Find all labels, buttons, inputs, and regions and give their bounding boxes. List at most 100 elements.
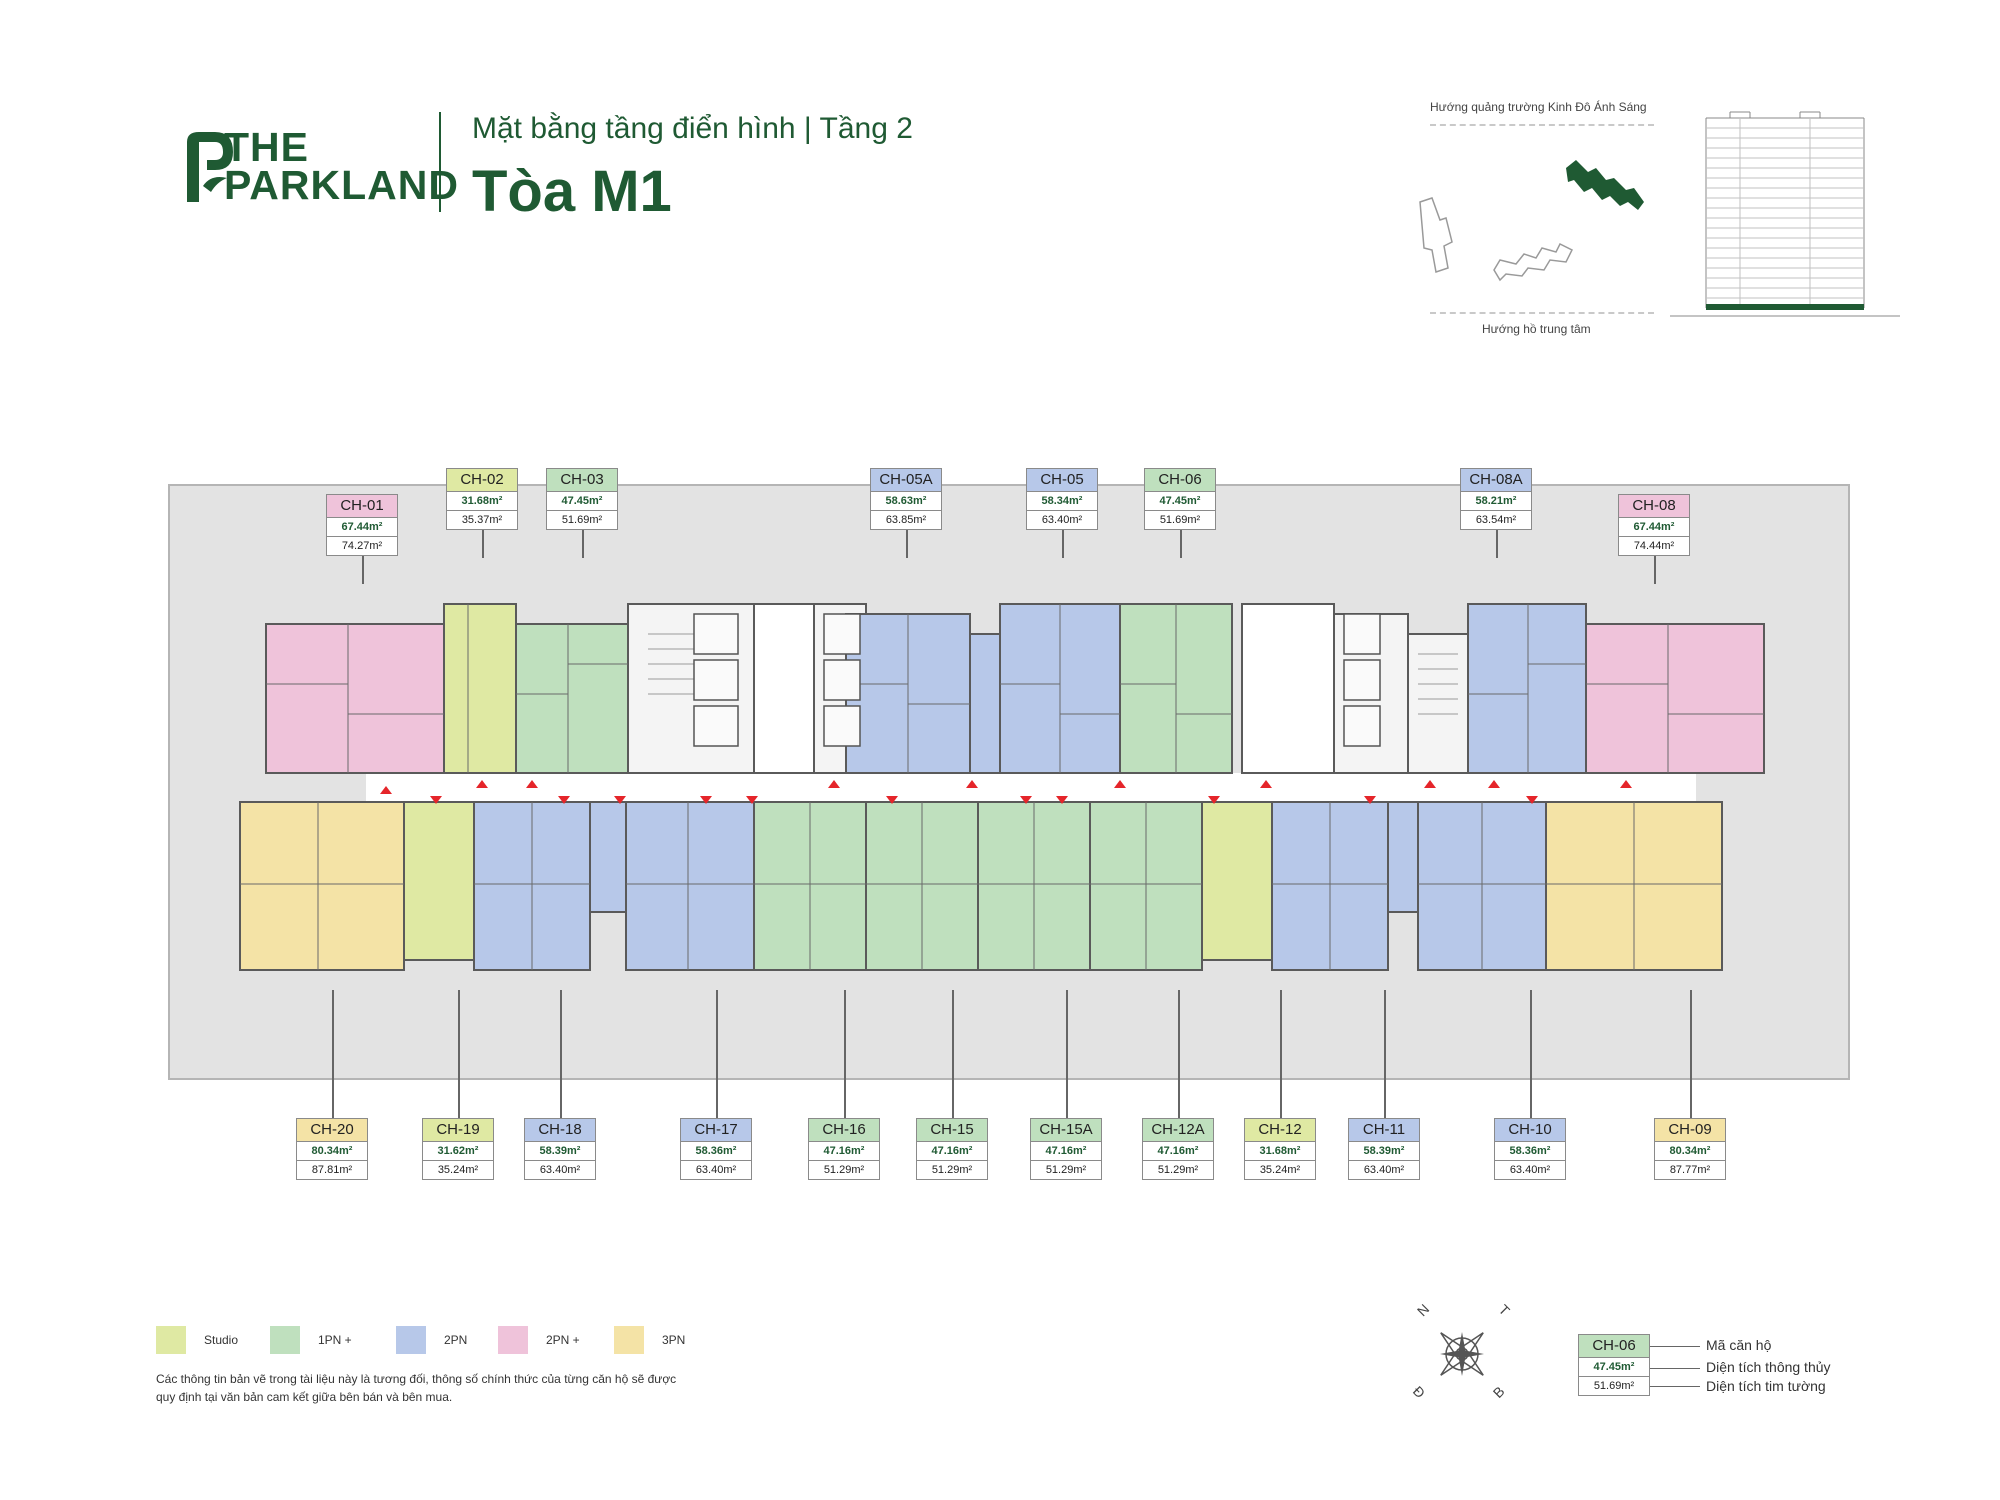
top-unit-leader-line xyxy=(1062,530,1064,558)
brand-line-1: THE xyxy=(224,124,309,170)
bottom-unit-leader-line xyxy=(1178,990,1180,1118)
unit-net-area: 47.16m² xyxy=(809,1142,879,1161)
key-line-1 xyxy=(1650,1346,1700,1347)
unit-net-area: 80.34m² xyxy=(297,1142,367,1161)
unit-code: CH-17 xyxy=(681,1119,751,1142)
unit-gross-area: 51.29m² xyxy=(1045,1164,1087,1176)
key-code-label: Mã căn hộ xyxy=(1706,1337,1772,1353)
unit-code: CH-08 xyxy=(1619,495,1689,518)
unit-ch-17 xyxy=(625,801,755,971)
unit-code: CH-08A xyxy=(1461,469,1531,492)
legend-label-2pn_plus: 2PN + xyxy=(546,1333,580,1347)
unit-gross-area: 87.81m² xyxy=(311,1164,353,1176)
unit-net-area: 58.63m² xyxy=(871,492,941,511)
unit-ch-08a xyxy=(1467,603,1587,774)
key-b-label: Diện tích tim tường xyxy=(1706,1378,1826,1394)
bottom-unit-leader-line xyxy=(716,990,718,1118)
unit-net-area: 58.21m² xyxy=(1461,492,1531,511)
unit-code: CH-12A xyxy=(1143,1119,1213,1142)
unit-code: CH-01 xyxy=(327,495,397,518)
legend-swatch-2pn_plus xyxy=(498,1326,528,1354)
unit-gross-area: 74.44m² xyxy=(1633,540,1675,552)
unit-net-area: 58.36m² xyxy=(681,1142,751,1161)
unit-ch-19 xyxy=(403,801,475,961)
unit-gross-area: 51.29m² xyxy=(1157,1164,1199,1176)
unit-net-area: 47.16m² xyxy=(1143,1142,1213,1161)
unit-net-area: 31.68m² xyxy=(447,492,517,511)
unit-ch-08 xyxy=(1585,623,1765,774)
legend-label-studio: Studio xyxy=(204,1333,239,1347)
legend-swatch-2pn xyxy=(396,1326,426,1354)
key-line-2 xyxy=(1650,1368,1700,1369)
bottom-unit-leader-line xyxy=(1280,990,1282,1118)
unit-code: CH-05 xyxy=(1027,469,1097,492)
unit-net-area: 67.44m² xyxy=(1619,518,1689,537)
unit-gross-area: 35.24m² xyxy=(1259,1164,1301,1176)
unit-net-area: 67.44m² xyxy=(327,518,397,537)
legend-swatch-3pn xyxy=(614,1326,644,1354)
bottom-unit-leader-line xyxy=(1690,990,1692,1118)
unit-gross-area: 63.40m² xyxy=(1509,1164,1551,1176)
unit-ch-20 xyxy=(239,801,405,971)
unit-gross-area: 63.40m² xyxy=(539,1164,581,1176)
unit-code: CH-16 xyxy=(809,1119,879,1142)
unit-code: CH-10 xyxy=(1495,1119,1565,1142)
top-unit-leader-line xyxy=(906,530,908,558)
key-sample-code: CH-06 xyxy=(1579,1335,1649,1358)
key-plan-top-line xyxy=(1430,124,1654,126)
bottom-unit-leader-line xyxy=(844,990,846,1118)
unit-ch-18-ext xyxy=(589,801,627,913)
unit-code: CH-20 xyxy=(297,1119,367,1142)
bottom-unit-leader-line xyxy=(1530,990,1532,1118)
unit-net-area: 58.39m² xyxy=(1349,1142,1419,1161)
key-sample-label: CH-06 47.45m² 51.69m² xyxy=(1578,1334,1650,1396)
unit-ch-01 xyxy=(265,623,445,774)
bottom-unit-leader-line xyxy=(560,990,562,1118)
key-plan-bottom-label: Hướng hồ trung tâm xyxy=(1482,322,1591,336)
unit-code: CH-15A xyxy=(1031,1119,1101,1142)
top-unit-leader-line xyxy=(482,530,484,558)
disclaimer-note: Các thông tin bản vẽ trong tài liệu này … xyxy=(156,1372,677,1404)
legend-label-2pn: 2PN xyxy=(444,1333,468,1347)
unit-gross-area: 35.37m² xyxy=(461,514,503,526)
top-unit-leader-line xyxy=(1180,530,1182,558)
unit-code: CH-09 xyxy=(1655,1119,1725,1142)
unit-gross-area: 51.29m² xyxy=(823,1164,865,1176)
top-unit-leader-line xyxy=(362,556,364,584)
key-plan-top-label: Hướng quảng trường Kinh Đô Ánh Sáng xyxy=(1430,100,1647,114)
bottom-unit-leader-line xyxy=(332,990,334,1118)
building-elevation xyxy=(1670,111,1900,317)
unit-code: CH-19 xyxy=(423,1119,493,1142)
unit-code: CH-15 xyxy=(917,1119,987,1142)
unit-code: CH-05A xyxy=(871,469,941,492)
unit-net-area: 58.34m² xyxy=(1027,492,1097,511)
unit-net-area: 31.68m² xyxy=(1245,1142,1315,1161)
unit-net-area: 47.45m² xyxy=(1145,492,1215,511)
key-line-3 xyxy=(1650,1386,1700,1387)
legend-swatch-studio xyxy=(156,1326,186,1354)
header-divider xyxy=(439,112,441,212)
unit-gross-area: 35.24m² xyxy=(437,1164,479,1176)
key-sample-b: 51.69m² xyxy=(1593,1380,1635,1392)
key-sample-a: 47.45m² xyxy=(1579,1358,1649,1377)
unit-ch-12 xyxy=(1201,801,1273,961)
key-a-label: Diện tích thông thủy xyxy=(1706,1359,1831,1375)
unit-gross-area: 63.40m² xyxy=(1363,1164,1405,1176)
page-subtitle: Mặt bằng tầng điển hình | Tầng 2 xyxy=(472,112,913,145)
key-plan-site-map xyxy=(1419,160,1644,282)
